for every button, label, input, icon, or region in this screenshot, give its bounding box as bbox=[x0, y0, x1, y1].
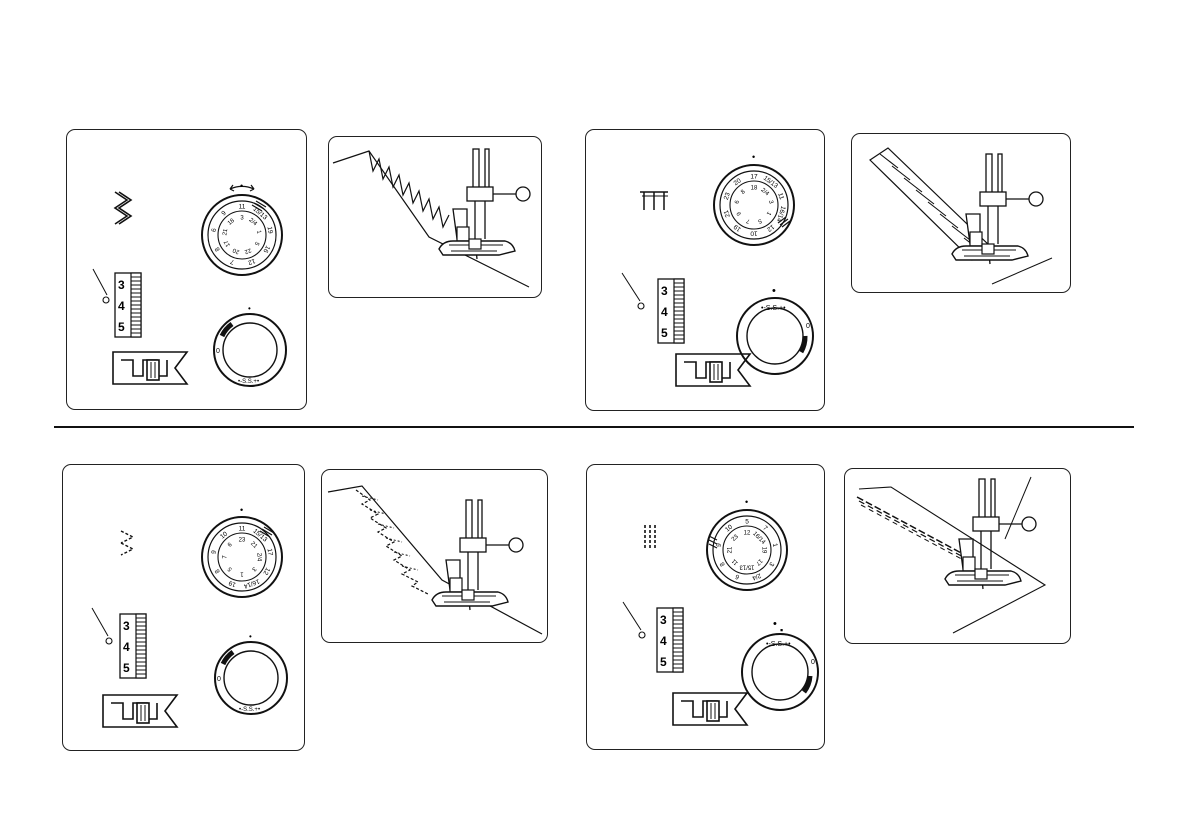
presser-foot-icon bbox=[676, 354, 750, 386]
svg-text:•: • bbox=[773, 618, 777, 630]
svg-text:0: 0 bbox=[811, 659, 815, 666]
svg-text:3: 3 bbox=[123, 619, 130, 633]
illustration-triple-zigzag bbox=[321, 469, 548, 643]
blanket-stitch-icon bbox=[640, 192, 668, 210]
dial-number: 15/13 bbox=[739, 564, 755, 570]
triple-straight-stitch-icon bbox=[645, 525, 655, 549]
svg-text:•: • bbox=[745, 497, 748, 507]
svg-text:•: • bbox=[752, 152, 755, 162]
dial-number: 2/4 bbox=[256, 553, 262, 562]
stitch-width-knob[interactable]: 3 4 5 bbox=[622, 273, 684, 343]
svg-text:•-S.S.+•: •-S.S.+• bbox=[766, 641, 791, 648]
stitch-length-dial[interactable]: •-S.S.+• 0 bbox=[737, 298, 813, 374]
scale-5: 5 bbox=[118, 320, 125, 334]
stitch-length-dial[interactable]: 0 •-S.S.+• bbox=[214, 314, 286, 386]
dial-number: 18 bbox=[751, 186, 758, 192]
stitch-length-dial[interactable]: •-S.S.+• 0 bbox=[742, 634, 818, 710]
svg-text:3: 3 bbox=[661, 284, 668, 298]
svg-text:•-S.S.+•: •-S.S.+• bbox=[238, 379, 259, 385]
svg-text:0: 0 bbox=[216, 348, 220, 355]
svg-text:•-S.S.+•: •-S.S.+• bbox=[761, 305, 786, 312]
svg-text:•-S.S.+•: •-S.S.+• bbox=[239, 707, 260, 713]
stitch-width-knob[interactable]: 3 4 5 bbox=[623, 602, 683, 672]
scale-3: 3 bbox=[118, 278, 125, 292]
presser-foot-icon bbox=[103, 695, 177, 727]
zigzag-stitch-icon bbox=[115, 192, 131, 224]
dial-number: 10 bbox=[750, 230, 758, 237]
svg-text:•: • bbox=[240, 505, 243, 515]
svg-text:4: 4 bbox=[123, 640, 130, 654]
length-dial-indicator: • bbox=[248, 304, 251, 313]
broken-zigzag-icon bbox=[121, 531, 133, 555]
stitch-length-dial[interactable]: 0 •-S.S.+• bbox=[215, 642, 287, 714]
illustration-blanket bbox=[851, 133, 1071, 293]
svg-text:▪: ▪ bbox=[780, 625, 783, 635]
dial-number: 12 bbox=[744, 531, 751, 537]
scale-4: 4 bbox=[118, 299, 125, 313]
dial-number: 11 bbox=[239, 204, 246, 211]
svg-text:3: 3 bbox=[660, 613, 667, 627]
dial-number: 23 bbox=[239, 538, 246, 544]
stitch-width-knob[interactable]: 3 4 5 bbox=[93, 269, 141, 337]
svg-text:•: • bbox=[772, 285, 776, 297]
dial-number: 5 bbox=[745, 519, 749, 526]
pattern-dial-indicator: • bbox=[240, 181, 243, 191]
dial-number: 21 bbox=[728, 546, 734, 553]
dial-number: 17 bbox=[750, 174, 758, 181]
svg-text:5: 5 bbox=[660, 655, 667, 669]
illustration-triple-straight bbox=[844, 468, 1071, 644]
svg-text:4: 4 bbox=[660, 634, 667, 648]
stitch-width-knob[interactable]: 3 4 5 bbox=[92, 608, 146, 678]
dial-number: 11 bbox=[239, 526, 246, 533]
presser-foot-icon bbox=[673, 693, 747, 725]
presser-foot-icon bbox=[113, 352, 187, 384]
svg-text:4: 4 bbox=[661, 305, 668, 319]
svg-text:5: 5 bbox=[661, 326, 668, 340]
svg-text:0: 0 bbox=[217, 676, 221, 683]
illustration-zigzag bbox=[328, 136, 542, 298]
svg-text:0: 0 bbox=[806, 323, 810, 330]
svg-text:•: • bbox=[249, 632, 252, 641]
svg-text:5: 5 bbox=[123, 661, 130, 675]
section-divider bbox=[54, 426, 1134, 428]
dial-number: 19 bbox=[761, 547, 767, 554]
